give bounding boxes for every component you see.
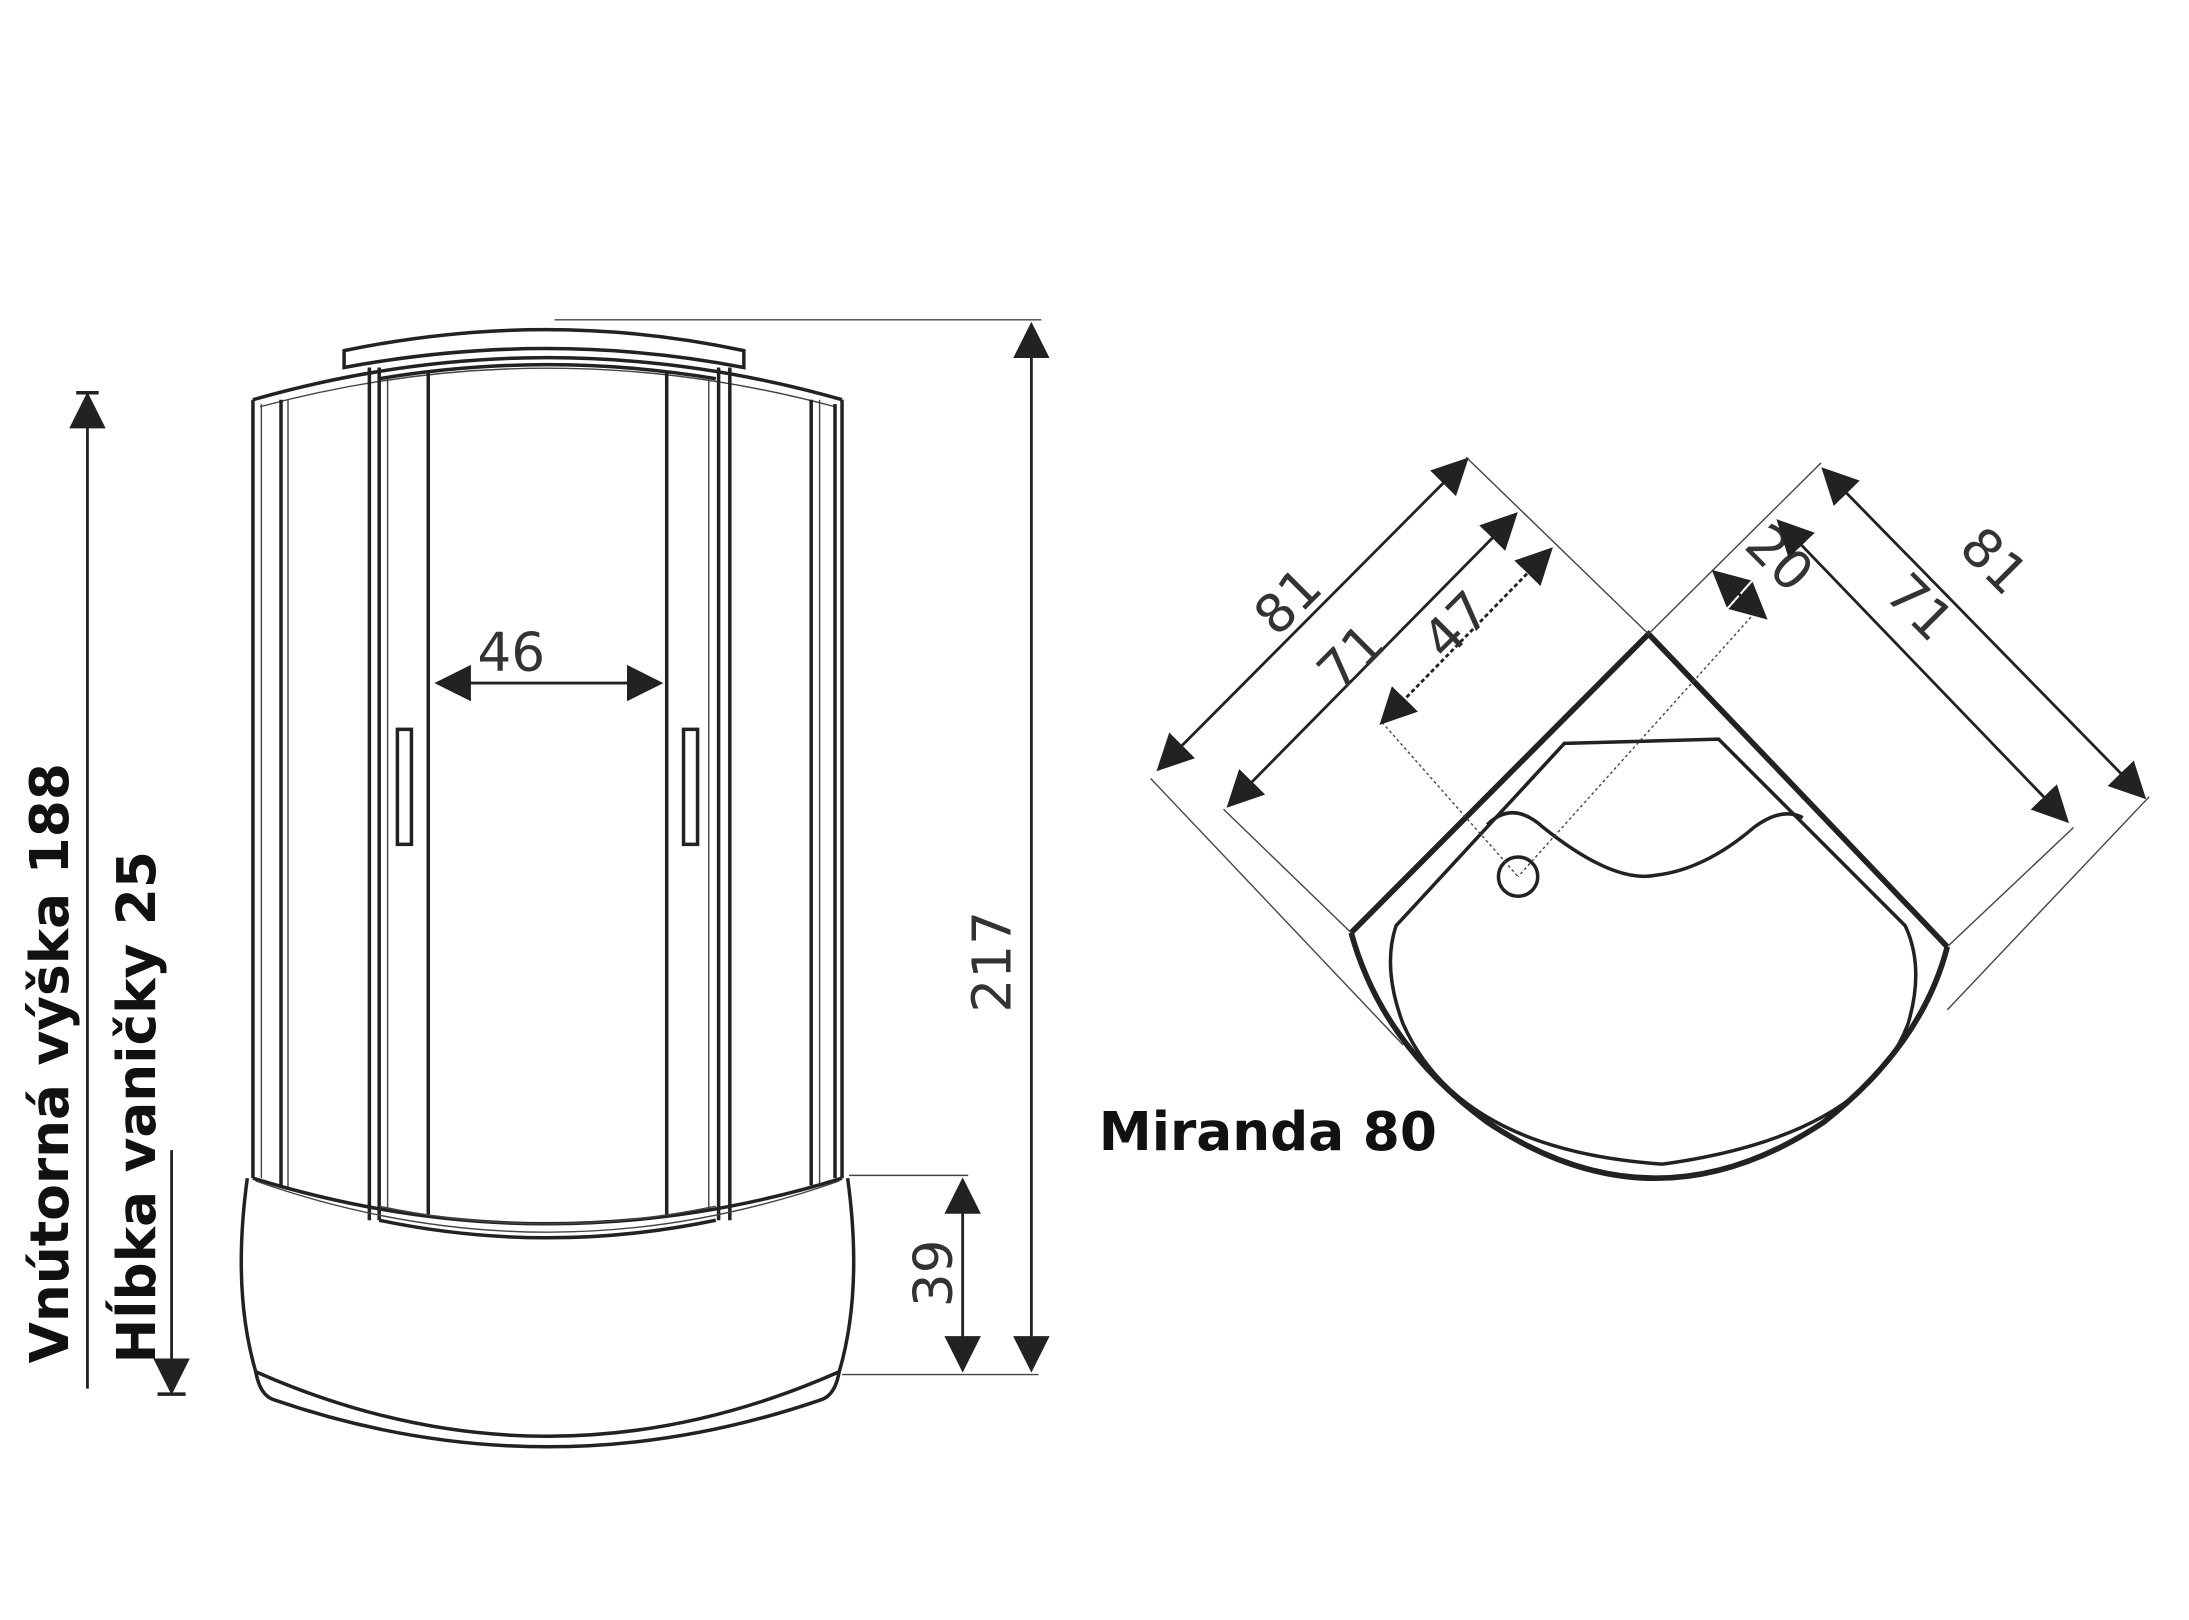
plan-dimension-right-outer: 81 bbox=[1821, 467, 2147, 800]
total-height-dimension: 217 bbox=[554, 319, 1050, 1373]
door-opening-dimension: 46 bbox=[434, 621, 664, 702]
cabin-frame-lines bbox=[251, 367, 844, 1221]
left-outer-label: 81 bbox=[1242, 556, 1334, 648]
plan-dimension-left-inner: 71 bbox=[1226, 512, 1518, 808]
shower-tray-front bbox=[239, 1177, 856, 1449]
entry-width-label: 47 bbox=[1411, 579, 1503, 671]
door-opening-label: 46 bbox=[477, 621, 545, 683]
right-outer-label: 81 bbox=[1948, 515, 2040, 607]
tray-height-label: 39 bbox=[902, 1239, 964, 1307]
right-inner-label: 71 bbox=[1874, 561, 1966, 653]
model-name: Miranda 80 bbox=[1099, 1101, 1437, 1163]
door-handle-right bbox=[681, 727, 700, 847]
inner-height-label: Vnútorná výška 188 bbox=[19, 763, 81, 1363]
tray-depth-dimension: Hĺbka vaničky 25 bbox=[105, 851, 190, 1396]
plan-dimension-entry-width: 47 bbox=[1379, 547, 1553, 725]
total-height-label: 217 bbox=[961, 911, 1023, 1013]
drain-icon bbox=[1496, 855, 1540, 899]
plan-dimension-corner-offset: 20 bbox=[1711, 512, 1825, 620]
tray-height-dimension: 39 bbox=[842, 1174, 1039, 1376]
tray-depth-label: Hĺbka vaničky 25 bbox=[105, 851, 168, 1363]
door-handle-left bbox=[395, 727, 414, 847]
inner-height-dimension: Vnútorná výška 188 bbox=[19, 390, 106, 1389]
left-inner-label: 71 bbox=[1305, 612, 1397, 704]
cabin-elevation bbox=[239, 327, 856, 1449]
corner-offset-label: 20 bbox=[1733, 512, 1825, 604]
